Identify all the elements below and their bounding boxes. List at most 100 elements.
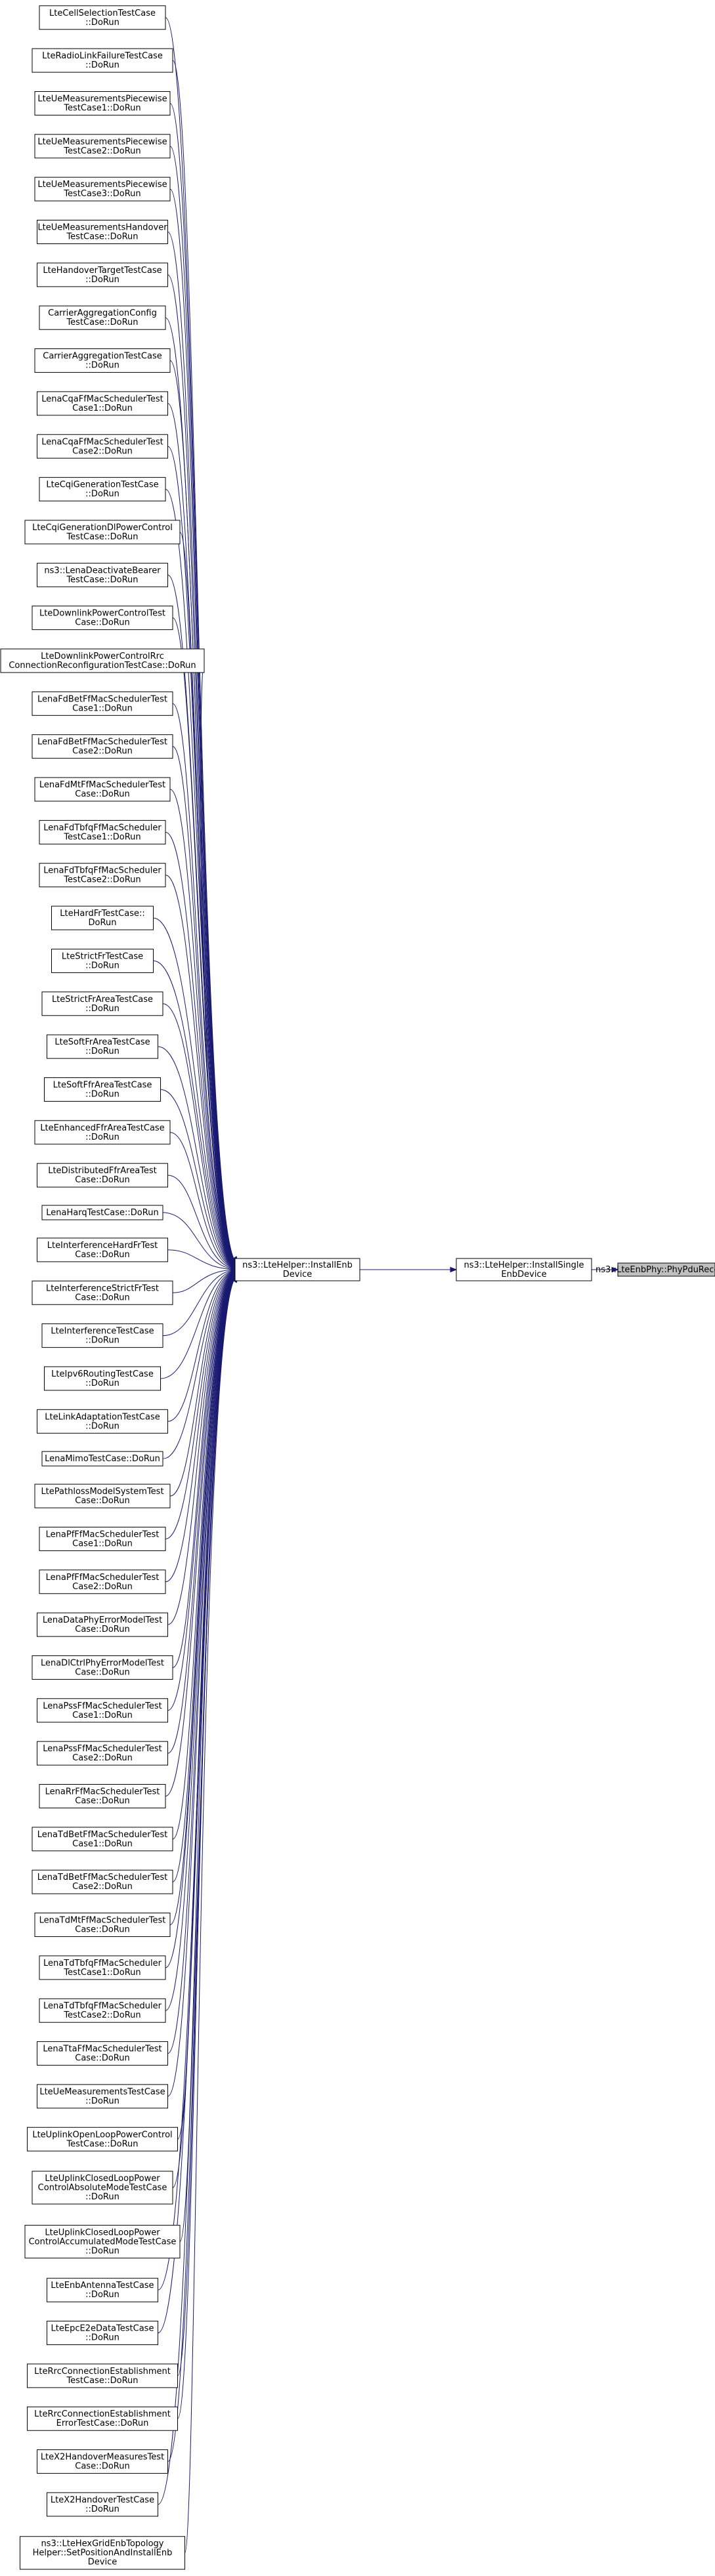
caller-node-box (39, 863, 166, 888)
caller-node-box (32, 48, 173, 73)
caller-node[interactable]: LteDownlinkPowerControlRrcConnectionReco… (0, 648, 205, 673)
caller-node[interactable]: CarrierAggregationTestCase::DoRun (34, 348, 171, 373)
caller-node[interactable]: LteUeMeasurementsPiecewiseTestCase2::DoR… (34, 134, 171, 159)
caller-node-label: LteIpv6RoutingTestCase (51, 1369, 154, 1379)
caller-node-label: LenaFdTbfqFfMacScheduler (43, 866, 162, 876)
caller-node-label: LteSoftFrAreaTestCase (54, 1037, 150, 1047)
caller-node-label: Case1::DoRun (72, 1539, 133, 1548)
caller-node[interactable]: LteUeMeasurementsPiecewiseTestCase1::DoR… (34, 91, 171, 115)
caller-node[interactable]: LteX2HandoverTestCase::DoRun (47, 2492, 158, 2517)
caller-node-label: LteEnbAntennaTestCase (51, 2281, 154, 2291)
caller-node[interactable]: LteSoftFfrAreaTestCase::DoRun (44, 1077, 161, 1102)
caller-node[interactable]: LteRrcConnectionEstablishmentTestCase::D… (27, 2363, 178, 2388)
caller-node-box (32, 734, 173, 759)
caller-node[interactable]: LteUeMeasurementsTestCase::DoRun (37, 2084, 168, 2109)
caller-node[interactable]: LteHardFrTestCase::DoRun (51, 905, 154, 930)
caller-node[interactable]: LteEnbAntennaTestCase::DoRun (47, 2277, 158, 2302)
caller-node-box (37, 1741, 168, 1766)
caller-node-label: LteStrictFrTestCase (62, 951, 143, 961)
caller-node-label: LteDownlinkPowerControlRrc (41, 652, 164, 661)
caller-node[interactable]: LteEpcE2eDataTestCase::DoRun (47, 2321, 158, 2346)
caller-node-box (47, 2277, 158, 2302)
caller-node-box (47, 2492, 158, 2517)
call-edge (167, 1271, 238, 1625)
caller-node[interactable]: LteHandoverTargetTestCase::DoRun (37, 262, 168, 287)
caller-node[interactable]: LteRadioLinkFailureTestCase::DoRun (32, 48, 173, 73)
caller-node-label: Device (88, 2558, 117, 2567)
caller-node-label: LenaFdTbfqFfMacScheduler (43, 823, 162, 833)
caller-node-label: ::DoRun (85, 2290, 119, 2300)
caller-node-label: ErrorTestCase::DoRun (56, 2419, 149, 2428)
caller-node-label: ::DoRun (85, 1047, 119, 1056)
caller-node-label: LenaPfFfMacSchedulerTest (46, 1529, 160, 1539)
caller-node[interactable]: LteStrictFrTestCase::DoRun (51, 948, 154, 973)
caller-node[interactable]: LteEnhancedFfrAreaTestCase::DoRun (34, 1120, 171, 1145)
caller-node-label: ::DoRun (85, 961, 119, 970)
caller-node-label: TestCase2::DoRun (63, 875, 141, 885)
caller-node[interactable]: LteRrcConnectionEstablishmentErrorTestCa… (27, 2406, 178, 2431)
call-edge (162, 1270, 238, 1459)
caller-node-label: Case2::DoRun (72, 1753, 133, 1763)
caller-node-label: LteUplinkClosedLoopPower (45, 2228, 160, 2237)
caller-node[interactable]: LenaMimoTestCase::DoRun (41, 1451, 163, 1466)
caller-node[interactable]: LteUplinkClosedLoopPowerControlAccumulat… (24, 2224, 181, 2258)
caller-node[interactable]: LteCqiGenerationDlPowerControlTestCase::… (24, 520, 181, 545)
caller-node[interactable]: LteLinkAdaptationTestCase::DoRun (37, 1409, 168, 1434)
caller-node-label: ::DoRun (85, 1336, 119, 1346)
caller-node[interactable]: LteSoftFrAreaTestCase::DoRun (47, 1034, 158, 1059)
caller-node[interactable]: LteUplinkOpenLoopPowerControlTestCase::D… (27, 2127, 178, 2151)
caller-node-box (37, 391, 168, 416)
caller-node-box (44, 1366, 161, 1391)
caller-node-label: ns3::LteHexGridEnbTopology (41, 2539, 163, 2549)
caller-node[interactable]: LteInterferenceTestCase::DoRun (41, 1323, 163, 1348)
call-edge (153, 960, 238, 1268)
caller-node[interactable]: LteUplinkClosedLoopPowerControlAbsoluteM… (32, 2171, 173, 2205)
caller-node-label: CarrierAggregationTestCase (43, 352, 162, 362)
caller-node-label: ::DoRun (85, 2192, 119, 2202)
caller-node[interactable]: LteCqiGenerationTestCase::DoRun (39, 477, 166, 502)
caller-node-label: LteCqiGenerationTestCase (46, 480, 158, 490)
caller-node[interactable]: ns3::LteHexGridEnbTopologyHelper::SetPos… (20, 2536, 185, 2570)
caller-node[interactable]: LteIpv6RoutingTestCase::DoRun (44, 1366, 161, 1391)
caller-node-label: LteStrictFrAreaTestCase (52, 995, 153, 1005)
call-edge (167, 1249, 238, 1270)
caller-node[interactable]: LenaHarqTestCase::DoRun (41, 1205, 163, 1220)
target-node[interactable]: ns3::LteEnbPhy::PhyPduReceived (596, 1262, 715, 1277)
call-edge (172, 1271, 238, 1668)
call-edge (169, 1132, 238, 1270)
caller-node[interactable]: LteUeMeasurementsPiecewiseTestCase3::DoR… (34, 177, 171, 201)
caller-node[interactable]: LteStrictFrAreaTestCase::DoRun (41, 991, 163, 1016)
caller-node[interactable]: LteCellSelectionTestCase::DoRun (39, 5, 166, 30)
